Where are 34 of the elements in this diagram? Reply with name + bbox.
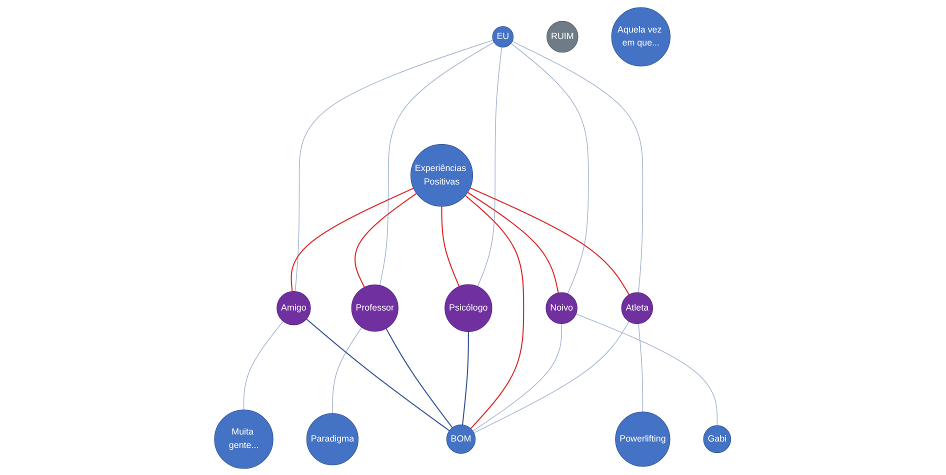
- connector: [465, 194, 525, 428]
- connector: [442, 206, 460, 286]
- connector: [512, 40, 644, 292]
- node-circle: Professor: [352, 284, 399, 332]
- connector: [354, 192, 418, 287]
- connector: [291, 187, 414, 291]
- connector: [478, 46, 503, 286]
- connector: [380, 41, 495, 286]
- connector: [244, 320, 284, 410]
- connector: [332, 326, 363, 414]
- node-circle: Muita gente...: [214, 409, 274, 468]
- connector: [472, 322, 562, 432]
- connector: [295, 39, 494, 292]
- connector: [474, 320, 630, 433]
- node-circle: Noivo: [546, 292, 578, 324]
- node-circle: Powerlifting: [616, 411, 671, 466]
- node-circle: EU: [492, 26, 514, 47]
- connector: [576, 313, 718, 426]
- node-circle: Atleta: [622, 292, 654, 324]
- node-circle: BOM: [446, 424, 476, 454]
- node-circle: Experiências Positivas: [410, 144, 474, 206]
- node-circle: Gabi: [704, 424, 732, 453]
- node-circle: Paradigma: [306, 412, 359, 465]
- node-circle: Amigo: [276, 290, 312, 325]
- connector: [638, 322, 644, 412]
- connector: [510, 42, 590, 294]
- node-circle: Aquela vez em que...: [612, 6, 671, 66]
- connector: [470, 186, 630, 294]
- connector: [468, 191, 560, 292]
- node-circle: RUIM: [546, 20, 579, 52]
- connector: [386, 328, 454, 428]
- connector: [462, 331, 470, 424]
- connector: [306, 318, 450, 431]
- node-circle: Psicólogo: [444, 284, 493, 332]
